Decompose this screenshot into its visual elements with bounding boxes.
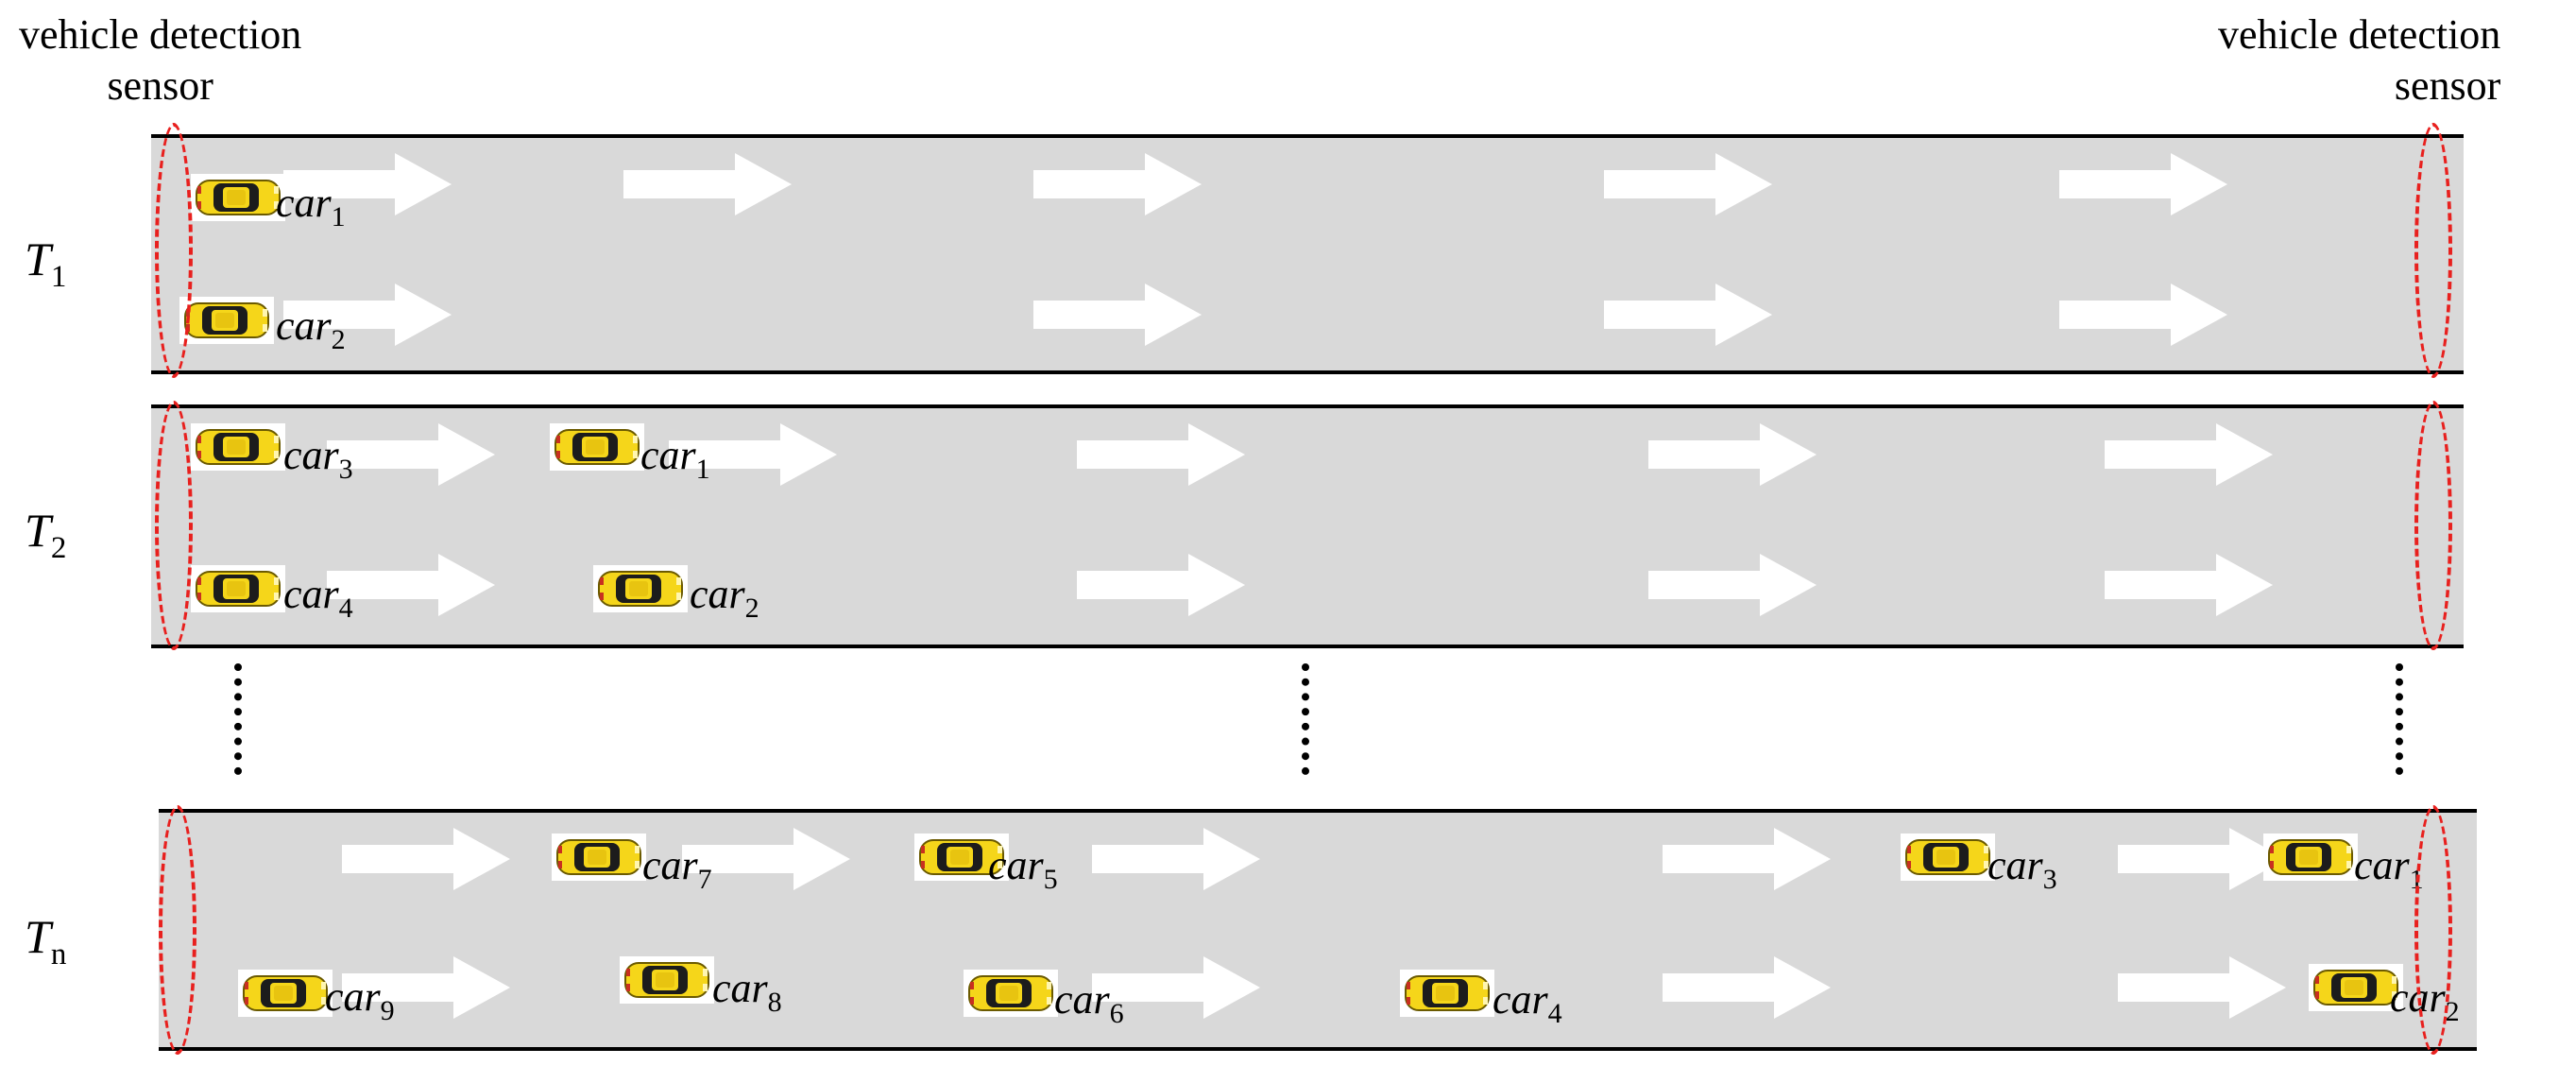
arrow-icon: [1663, 956, 1831, 1019]
car-label: car9: [325, 973, 395, 1027]
row-label-tn-main: T: [25, 910, 51, 963]
road-tn: [159, 809, 2477, 1051]
ellipsis-left: [234, 663, 249, 775]
arrow-icon: [1077, 554, 1245, 616]
car-icon: [1400, 970, 1494, 1017]
left-sensor-oval-t1: [155, 123, 193, 378]
car-icon: [191, 174, 285, 221]
arrow-icon: [1033, 153, 1202, 215]
car-label: car8: [712, 965, 782, 1019]
row-label-tn: Tn: [25, 909, 66, 972]
arrow-icon: [2105, 423, 2273, 486]
row-label-t2-main: T: [25, 504, 51, 557]
car-label: car1: [640, 432, 710, 486]
arrow-icon: [1648, 423, 1817, 486]
car-label: car3: [1987, 842, 2057, 896]
arrow-icon: [2105, 554, 2273, 616]
car-label: car3: [283, 432, 353, 486]
arrow-icon: [2059, 284, 2227, 346]
row-label-t1: T1: [25, 232, 66, 295]
arrow-icon: [1604, 284, 1772, 346]
car-label: car6: [1054, 976, 1124, 1030]
right-sensor-oval-t1: [2414, 123, 2452, 378]
ellipsis-right: [2396, 663, 2411, 775]
car-label: car1: [276, 180, 346, 233]
car-label: car4: [1493, 976, 1562, 1030]
arrow-icon: [2059, 153, 2227, 215]
arrow-icon: [1077, 423, 1245, 486]
left-sensor-oval-t2: [155, 401, 193, 650]
car-icon: [238, 970, 333, 1017]
car-label: car5: [988, 842, 1058, 896]
right-sensor-oval-tn: [2414, 805, 2452, 1055]
car-label: car1: [2354, 842, 2424, 896]
arrow-icon: [342, 828, 510, 890]
car-icon: [964, 970, 1058, 1017]
row-label-tn-sub: n: [50, 937, 67, 971]
arrow-icon: [623, 153, 792, 215]
left-sensor-label: vehicle detection sensor: [19, 11, 302, 109]
car-icon: [191, 423, 285, 471]
car-icon: [550, 423, 644, 471]
car-label: car2: [690, 571, 759, 625]
row-label-t1-main: T: [25, 232, 51, 285]
arrow-icon: [1648, 554, 1817, 616]
ellipsis-middle: [1302, 663, 1317, 775]
car-icon: [2309, 964, 2403, 1011]
car-icon: [179, 297, 274, 344]
car-icon: [2263, 834, 2358, 881]
car-label: car4: [283, 571, 353, 625]
car-icon: [552, 834, 646, 881]
arrow-icon: [2118, 828, 2286, 890]
arrow-icon: [1604, 153, 1772, 215]
row-label-t2-sub: 2: [50, 531, 67, 565]
arrow-icon: [1092, 828, 1260, 890]
car-icon: [620, 956, 714, 1004]
car-icon: [593, 565, 688, 612]
road-t2: [151, 404, 2464, 648]
arrow-icon: [2118, 956, 2286, 1019]
right-sensor-label: vehicle detection sensor: [2218, 11, 2501, 109]
car-label: car7: [642, 842, 712, 896]
car-icon: [1901, 834, 1995, 881]
car-icon: [914, 834, 1009, 881]
right-sensor-oval-t2: [2414, 401, 2452, 650]
arrow-icon: [1033, 284, 1202, 346]
row-label-t1-sub: 1: [50, 260, 67, 294]
row-label-t2: T2: [25, 503, 66, 566]
arrow-icon: [1663, 828, 1831, 890]
car-icon: [191, 565, 285, 612]
car-label: car2: [276, 302, 346, 356]
left-sensor-oval-tn: [159, 805, 196, 1055]
